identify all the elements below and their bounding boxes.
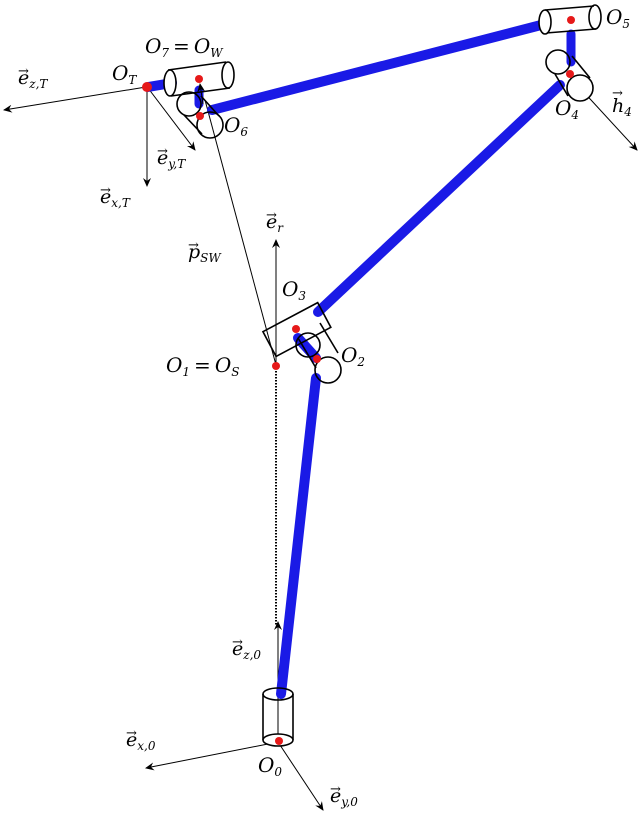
point-o3: [292, 325, 300, 333]
joint-3-box: [261, 301, 332, 358]
tool-frame-axes: [3, 86, 196, 187]
label-eyT: → ey,T: [157, 144, 186, 171]
joint-points: [142, 16, 575, 745]
svg-text:→: →: [330, 782, 341, 797]
label-o6: O6: [224, 113, 248, 139]
point-ot: [142, 82, 152, 92]
label-ex0: → ex,0: [126, 726, 156, 753]
point-o6: [196, 112, 204, 120]
svg-text:er: er: [266, 211, 284, 235]
label-o5: O5: [606, 5, 630, 31]
svg-text:ez,T: ez,T: [18, 67, 48, 91]
svg-text:→: →: [126, 726, 137, 741]
link-5-6: [207, 19, 550, 115]
eyT-axis: [147, 87, 196, 151]
joint-5-cylinder: [538, 4, 602, 35]
svg-text:→: →: [18, 64, 29, 79]
link-0-2: [276, 373, 321, 699]
svg-text:ex,T: ex,T: [100, 186, 131, 210]
ex0-axis: [145, 741, 279, 771]
point-o5: [567, 16, 575, 24]
label-ey0: → ey,0: [330, 782, 358, 809]
h4-axis: [579, 87, 638, 151]
joint-7-cylinder: [163, 61, 235, 97]
svg-text:→: →: [612, 86, 623, 101]
label-o1-os: O1=OS: [166, 353, 239, 379]
link-2-short: [293, 333, 321, 363]
label-psw: → pSW: [188, 238, 222, 265]
svg-text:→: →: [232, 635, 243, 650]
point-o7: [195, 75, 203, 83]
joint-6-cylinder: [176, 91, 224, 139]
point-o0: [275, 737, 283, 745]
joint-0-cylinder: [262, 687, 294, 747]
label-o7-ow: O7=OW: [145, 34, 224, 60]
label-exT: → ex,T: [100, 183, 131, 210]
o7-arrow: [197, 83, 206, 105]
label-o2: O2: [341, 343, 365, 369]
svg-text:→: →: [266, 208, 277, 223]
label-o3: O3: [282, 277, 306, 303]
ezT-axis: [3, 86, 147, 113]
point-o4: [566, 70, 574, 78]
svg-text:pSW: pSW: [188, 241, 222, 265]
point-o2: [313, 355, 321, 363]
link-3-4: [313, 80, 565, 317]
reference-lines: [204, 99, 280, 625]
ey0-axis: [277, 741, 324, 811]
svg-text:→: →: [100, 183, 111, 198]
label-o4: O4: [555, 96, 579, 122]
labels: O0 O1=OS O2 O3 O4 O5 O6 O7=OW OT → ez,0 …: [18, 5, 632, 809]
svg-text:→: →: [157, 144, 168, 159]
label-ez0: → ez,0: [232, 635, 261, 662]
joint-2-cylinder: [295, 322, 342, 384]
point-os: [272, 362, 280, 370]
svg-text:ey,0: ey,0: [330, 785, 358, 809]
ps-sw-vector-line: [204, 99, 277, 366]
svg-text:h4: h4: [612, 95, 632, 119]
label-ezT: → ez,T: [18, 64, 48, 91]
joint-4-cylinder: [545, 49, 594, 102]
svg-text:ez,0: ez,0: [232, 638, 261, 662]
svg-text:→: →: [188, 238, 199, 253]
label-ot: OT: [112, 61, 137, 87]
label-o0: O0: [258, 753, 282, 779]
svg-text:ex,0: ex,0: [126, 729, 156, 753]
svg-text:ey,T: ey,T: [157, 147, 186, 171]
label-h4: → h4: [612, 86, 632, 119]
label-er: → er: [266, 208, 284, 235]
